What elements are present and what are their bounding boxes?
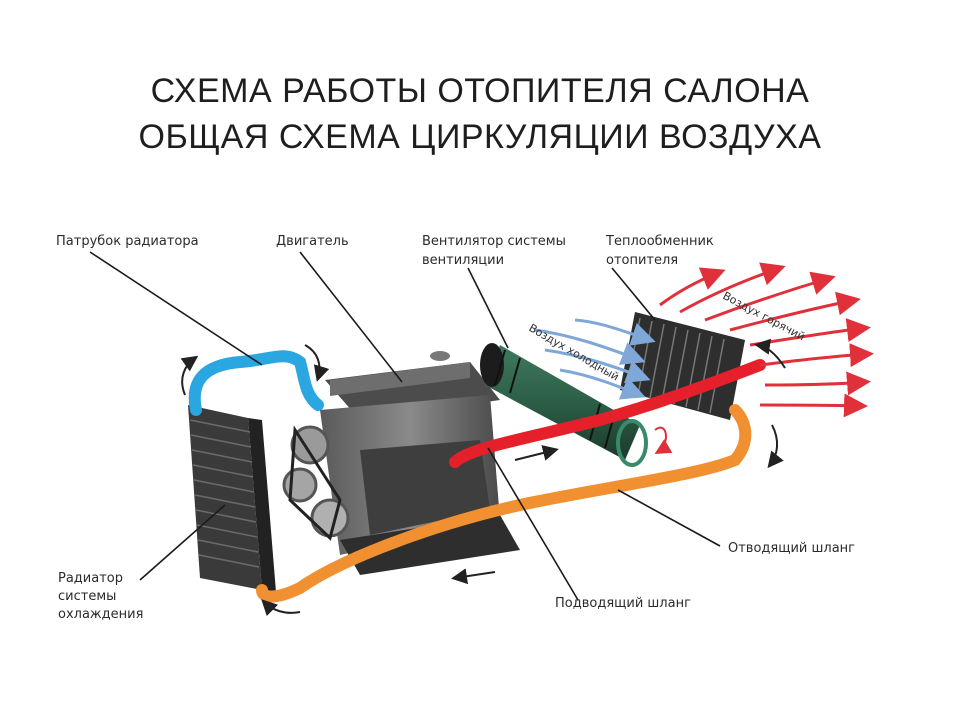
cold-air-flow	[534, 318, 656, 400]
inlet-hose	[449, 359, 766, 468]
title-line-1: СХЕМА РАБОТЫ ОТОПИТЕЛЯ САЛОНА	[150, 72, 810, 110]
leader-lines	[89, 251, 721, 601]
label-outlet-hose: Отводящий шланг	[728, 541, 855, 556]
label-engine: Двигатель	[276, 234, 349, 249]
outlet-hose	[256, 404, 752, 603]
label-hot-air: Воздух горячий	[721, 289, 808, 343]
label-heater-core-line1: Теплообменник	[605, 234, 714, 249]
label-radiator-line1: Радиатор	[58, 571, 123, 586]
label-inlet-hose: Подводящий шланг	[555, 596, 691, 611]
ventilation-fan	[480, 343, 648, 467]
title-line-2: ОБЩАЯ СХЕМА ЦИРКУЛЯЦИИ ВОЗДУХА	[138, 118, 822, 156]
label-fan-line2: вентиляции	[422, 253, 504, 268]
label-fan-line1: Вентилятор системы	[422, 234, 566, 249]
cooling-radiator	[188, 405, 276, 592]
radiator-pipe	[188, 350, 324, 416]
label-radiator-pipe: Патрубок радиатора	[56, 234, 199, 249]
label-radiator-line3: охлаждения	[58, 607, 143, 622]
hot-air-flow	[659, 262, 874, 418]
flow-direction-arrows	[180, 338, 786, 617]
engine	[282, 351, 520, 575]
label-heater-core-line2: отопителя	[606, 253, 678, 268]
label-radiator-line2: системы	[58, 589, 116, 604]
